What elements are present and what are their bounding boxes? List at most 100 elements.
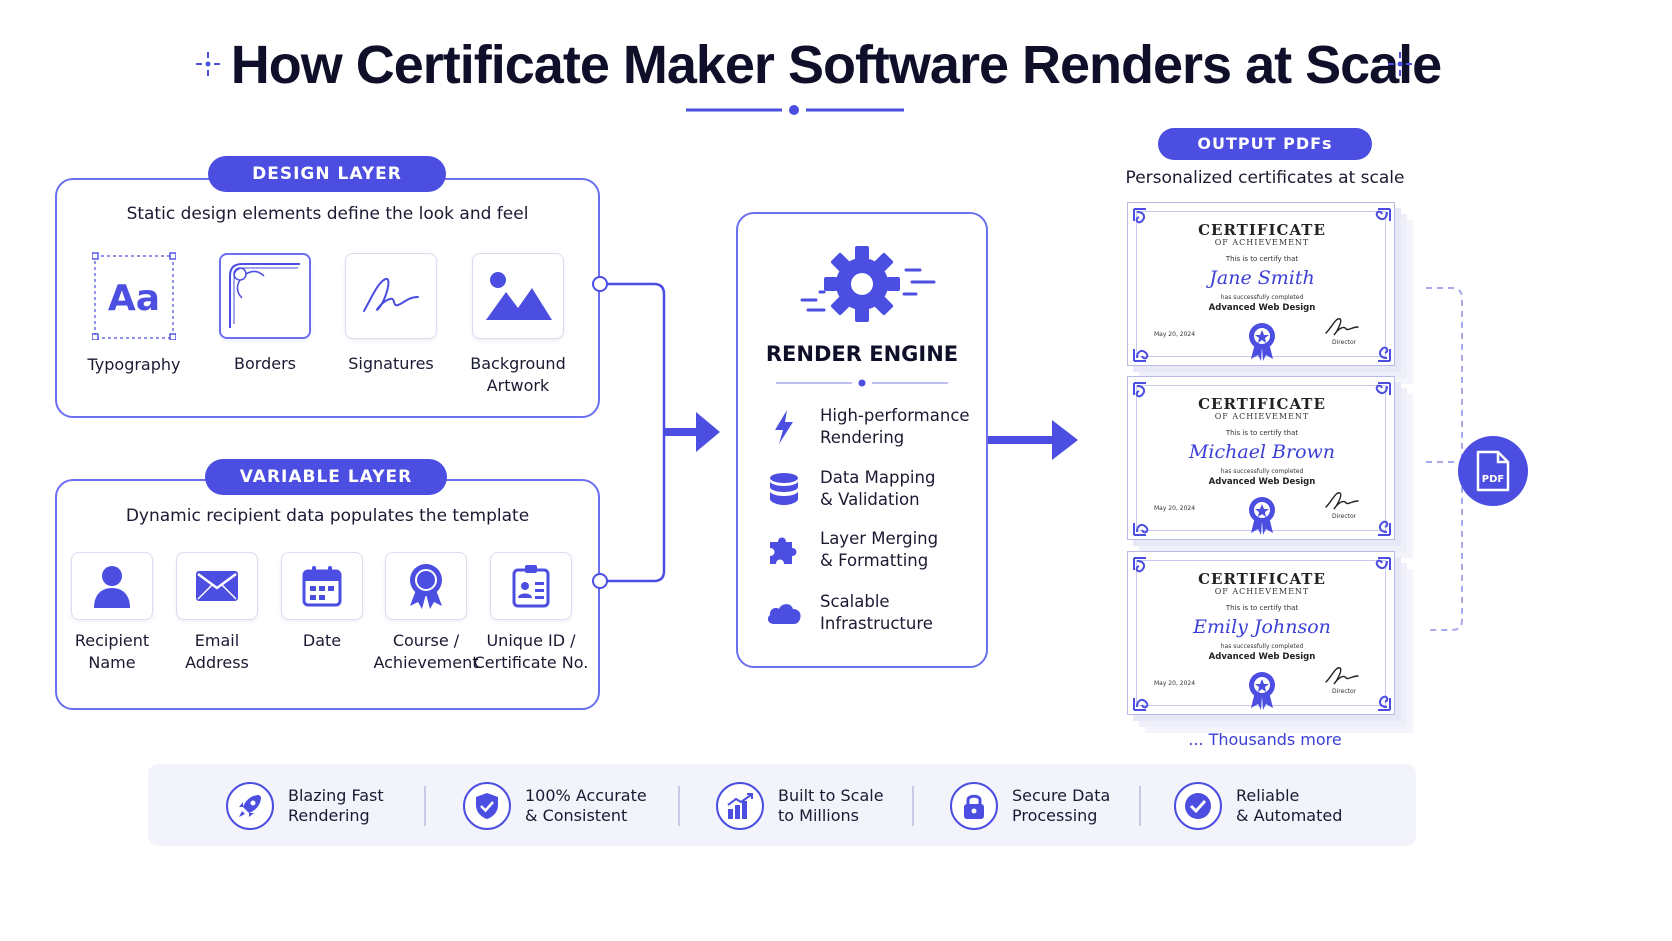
engine-output-arrow	[988, 420, 1078, 460]
design-item-signatures: Signatures	[345, 253, 437, 375]
feature-divider	[912, 786, 914, 826]
certificate-subtitle: OF ACHIEVEMENT	[1214, 412, 1310, 421]
certificate-signer: Director	[1332, 688, 1357, 695]
render-engine-divider	[776, 374, 948, 393]
certificate-date: May 20, 2024	[1154, 680, 1196, 687]
variable-item-label: Course / Achievement	[373, 631, 479, 672]
typography-icon: Aa	[91, 252, 177, 341]
design-item-borders: Borders	[219, 253, 311, 375]
certificate-seal-icon	[1249, 497, 1275, 535]
certificate-course: Advanced Web Design	[1208, 303, 1316, 313]
certificate-date: May 20, 2024	[1154, 331, 1196, 338]
certificate-subtitle: OF ACHIEVEMENT	[1214, 587, 1310, 596]
feature-label: Blazing Fast Rendering	[288, 786, 384, 825]
variable-item-email: Email Address	[176, 552, 258, 674]
title-underline	[686, 102, 906, 122]
variable-item-recipient-name: Recipient Name	[71, 552, 153, 674]
image-icon	[472, 253, 564, 339]
corner-ornament-icon	[1133, 557, 1146, 573]
feature-item: Reliable & Automated	[1174, 782, 1342, 830]
pdf-badge-label: PDF	[1481, 474, 1505, 485]
feature-divider	[1139, 786, 1141, 826]
variable-item-course: Course / Achievement	[373, 552, 479, 674]
puzzle-icon	[766, 532, 802, 568]
engine-item-scalable: Scalable Infrastructure	[766, 591, 976, 635]
envelope-icon	[176, 552, 258, 620]
calendar-icon	[281, 552, 363, 620]
design-item-label: Background Artwork	[470, 354, 566, 395]
variable-layer-pill: VARIABLE LAYER	[205, 459, 447, 495]
award-icon	[385, 552, 467, 620]
border-icon	[219, 253, 311, 339]
corner-ornament-icon	[1133, 208, 1146, 224]
design-layer-pill: DESIGN LAYER	[208, 156, 446, 192]
design-item-background: Background Artwork	[470, 253, 566, 397]
certificate-card: CERTIFICATE OF ACHIEVEMENT This is to ce…	[1127, 202, 1395, 366]
certificate-recipient-name: Emily Johnson	[1193, 616, 1331, 638]
page-title: How Certificate Maker Software Renders a…	[230, 35, 1442, 95]
certificate-signature-icon	[1325, 318, 1359, 336]
corner-ornament-icon	[1375, 208, 1391, 221]
corner-ornament-icon	[1133, 349, 1149, 362]
lock-icon	[950, 782, 998, 830]
engine-item-label: Layer Merging & Formatting	[820, 529, 939, 570]
variable-item-unique-id: Unique ID / Certificate No.	[474, 552, 588, 674]
certificate-title: CERTIFICATE	[1198, 221, 1326, 239]
certificate-signer: Director	[1332, 339, 1357, 346]
thousands-more: ... Thousands more	[1188, 730, 1342, 749]
pdf-badge: PDF	[1458, 436, 1528, 506]
certificate-course: Advanced Web Design	[1208, 477, 1316, 487]
shield-check-icon	[463, 782, 511, 830]
output-pill: OUTPUT PDFs	[1158, 128, 1372, 160]
certificate-signature-icon	[1325, 492, 1359, 510]
database-icon	[766, 471, 802, 507]
variable-item-label: Unique ID / Certificate No.	[473, 631, 589, 672]
signature-icon	[345, 253, 437, 339]
certificate-course: Advanced Web Design	[1208, 652, 1316, 662]
lightning-icon	[766, 409, 802, 445]
check-circle-icon	[1174, 782, 1222, 830]
certificate-signer: Director	[1332, 513, 1357, 520]
certificate-recipient-name: Jane Smith	[1209, 267, 1315, 289]
certificate-completed: has successfully completed	[1220, 643, 1304, 650]
feature-item: Built to Scale to Millions	[716, 782, 884, 830]
pdf-file-icon	[1476, 450, 1510, 492]
sparkle-right-icon	[1384, 48, 1416, 85]
certificate-date: May 20, 2024	[1154, 505, 1196, 512]
certificate-card: CERTIFICATE OF ACHIEVEMENT This is to ce…	[1127, 376, 1395, 540]
feature-label: 100% Accurate & Consistent	[525, 786, 647, 825]
certificate-subtitle: OF ACHIEVEMENT	[1214, 238, 1310, 247]
feature-item: Blazing Fast Rendering	[226, 782, 384, 830]
variable-item-label: Email Address	[185, 631, 249, 672]
feature-label: Reliable & Automated	[1236, 786, 1343, 825]
design-item-typography: Aa Typography	[88, 252, 181, 376]
certificate-title: CERTIFICATE	[1198, 570, 1326, 588]
design-item-label: Borders	[234, 354, 296, 373]
feature-item: Secure Data Processing	[950, 782, 1110, 830]
certificate-completed: has successfully completed	[1220, 294, 1304, 301]
certificate-certify: This is to certify that	[1225, 255, 1299, 263]
corner-ornament-icon	[1378, 520, 1391, 536]
feature-divider	[424, 786, 426, 826]
certificate-seal-icon	[1249, 672, 1275, 710]
rocket-icon	[226, 782, 274, 830]
user-icon	[71, 552, 153, 620]
feature-divider	[678, 786, 680, 826]
gear-icon	[798, 242, 938, 330]
design-item-label: Signatures	[348, 354, 434, 373]
certificate-certify: This is to certify that	[1225, 604, 1299, 612]
variable-item-date: Date	[281, 552, 363, 652]
corner-ornament-icon	[1133, 698, 1149, 711]
certificate-certify: This is to certify that	[1225, 429, 1299, 437]
certificate-recipient-name: Michael Brown	[1188, 441, 1336, 463]
engine-item-data-mapping: Data Mapping & Validation	[766, 467, 976, 511]
feature-label: Built to Scale to Millions	[778, 786, 884, 825]
certificate-completed: has successfully completed	[1220, 468, 1304, 475]
corner-ornament-icon	[1133, 523, 1149, 536]
certificate-title: CERTIFICATE	[1198, 395, 1326, 413]
sparkle-left-icon	[192, 48, 224, 85]
engine-item-rendering: High-performance Rendering	[766, 405, 976, 449]
variable-item-label: Recipient Name	[74, 631, 150, 672]
engine-item-layer-merging: Layer Merging & Formatting	[766, 528, 976, 572]
bar-chart-icon	[716, 782, 764, 830]
